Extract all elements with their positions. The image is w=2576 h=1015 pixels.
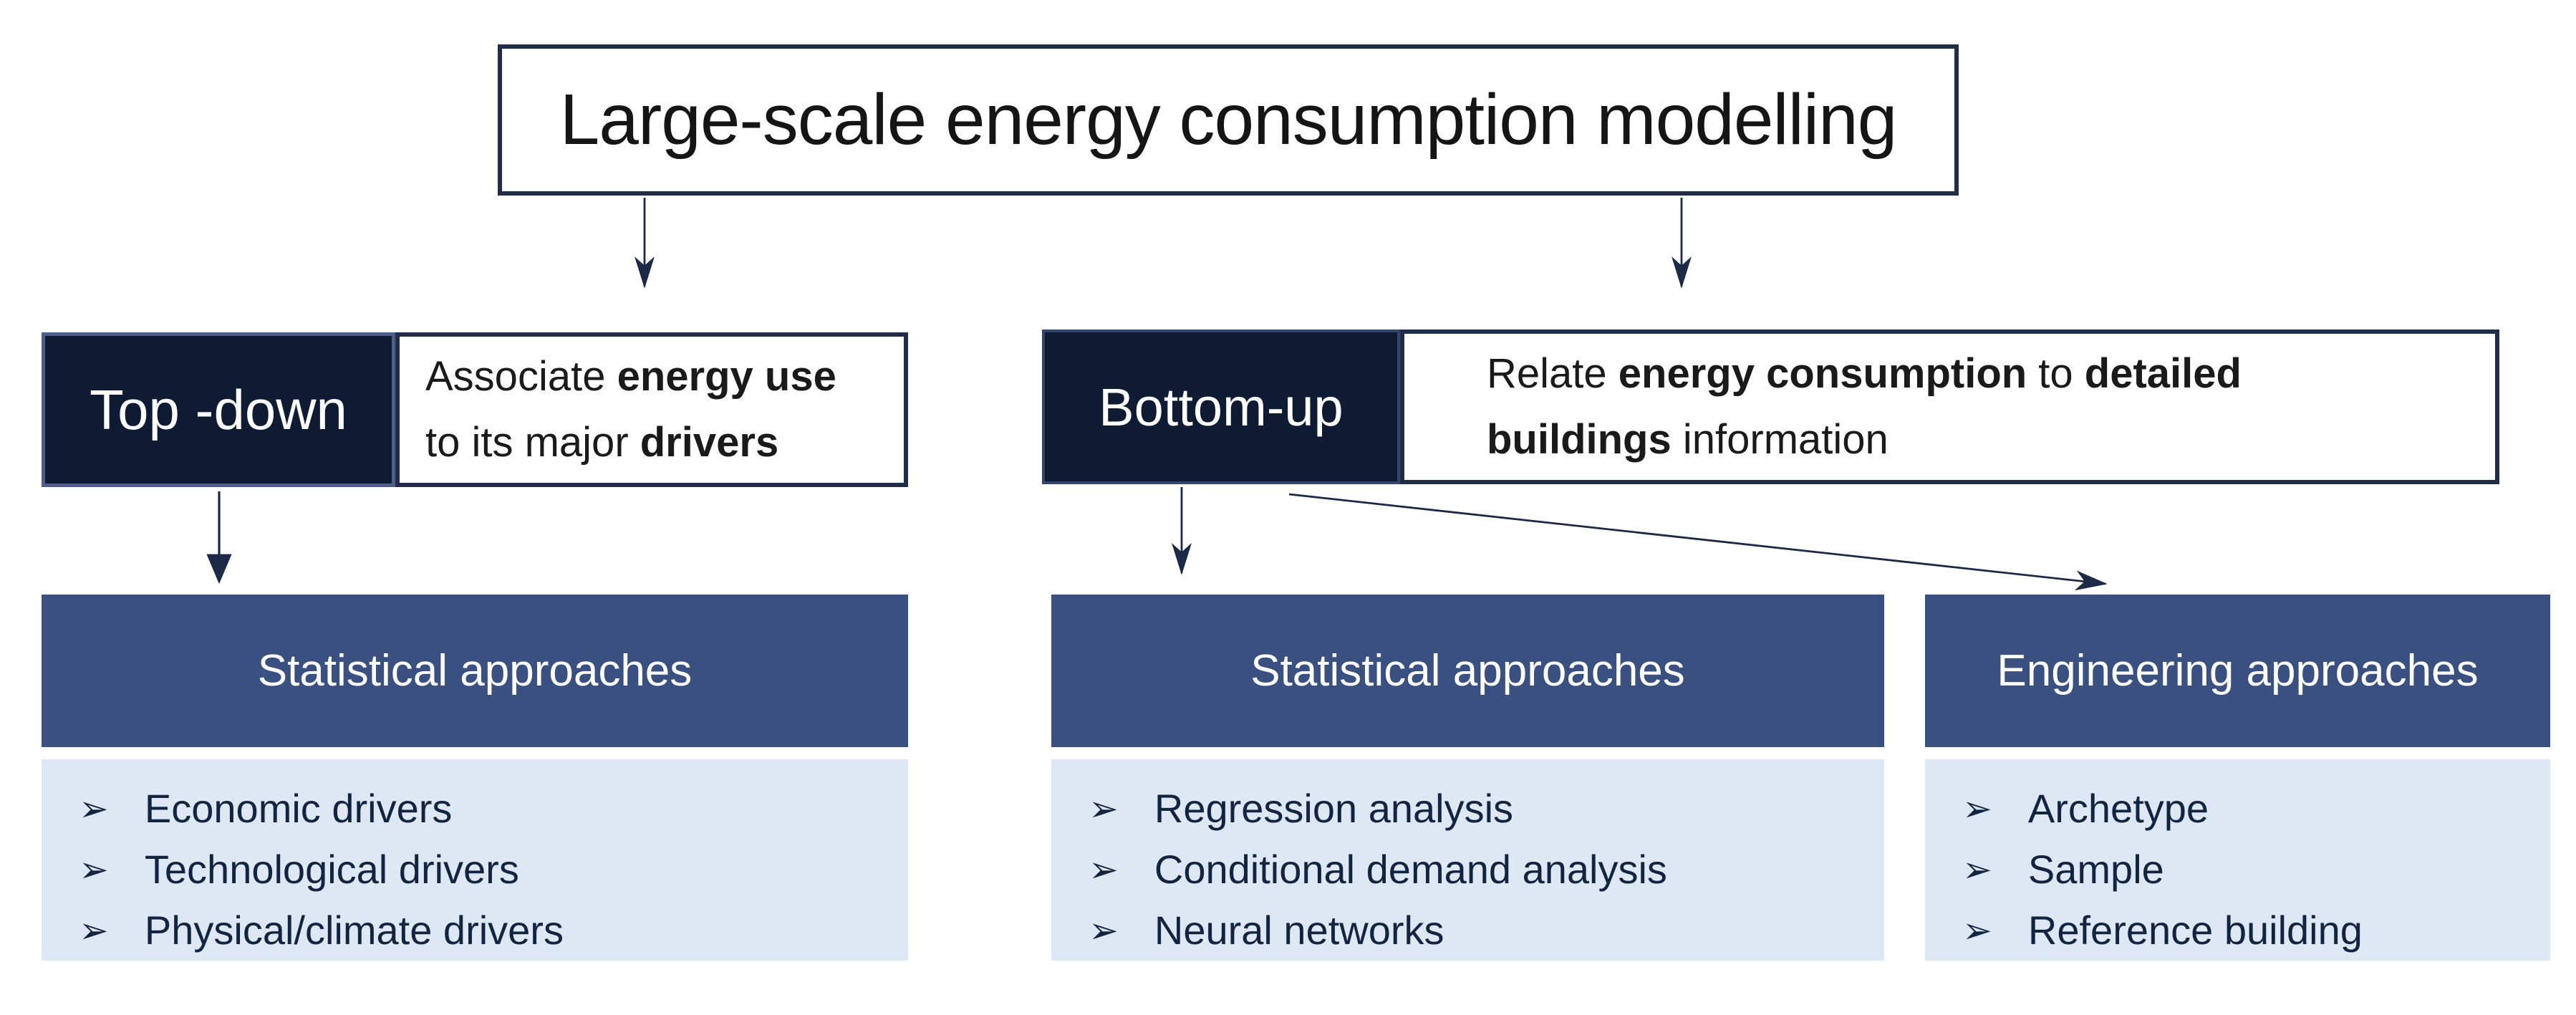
list-item-label: Economic drivers: [144, 786, 453, 831]
list-engineering: ➢ Archetype ➢ Sample ➢ Reference building: [1925, 759, 2550, 961]
list-item: ➢ Reference building: [1962, 900, 2550, 961]
arrowhead-bullet-icon: ➢: [1089, 848, 1119, 890]
header-engineering-approaches: Engineering approaches: [1925, 595, 2550, 747]
desc-run: information: [1671, 416, 1888, 463]
header-text: Statistical approaches: [257, 646, 693, 696]
arrowhead-bullet-icon: ➢: [79, 787, 109, 829]
list-item: ➢ Neural networks: [1089, 900, 1884, 961]
bottom-up-label: Bottom-up: [1099, 377, 1344, 437]
top-down-label: Top -down: [90, 377, 347, 441]
list-item: ➢ Sample: [1962, 839, 2550, 900]
list-item-label: Sample: [2027, 847, 2164, 892]
list-bottom-up-statistical: ➢ Regression analysis ➢ Conditional demand…: [1051, 759, 1884, 961]
desc-run-bold: buildings: [1487, 416, 1671, 463]
arrowhead-bullet-icon: ➢: [1089, 787, 1119, 829]
title-box: Large-scale energy consumption modelling: [498, 44, 1959, 196]
list-item-label: Technological drivers: [144, 847, 519, 892]
bottom-up-description-box: Relate energy consumption to detailed bu…: [1400, 329, 2499, 484]
list-item: ➢ Regression analysis: [1089, 778, 1884, 839]
desc-run: Relate: [1487, 350, 1619, 397]
header-text: Statistical approaches: [1250, 646, 1685, 696]
header-statistical-approaches-left: Statistical approaches: [42, 595, 908, 747]
bottom-up-description-line2: buildings information: [1487, 407, 2495, 473]
list-item-label: Regression analysis: [1154, 786, 1514, 831]
desc-run-bold: energy consumption: [1618, 350, 2027, 397]
list-item: ➢ Archetype: [1962, 778, 2550, 839]
header-text: Engineering approaches: [1997, 646, 2479, 696]
arrow-bottomup-to-engineering-icon: [1288, 493, 2108, 591]
desc-run: to its major: [425, 419, 640, 466]
arrowhead-bullet-icon: ➢: [79, 848, 109, 890]
desc-run: to: [2027, 350, 2085, 397]
list-item-label: Archetype: [2027, 786, 2209, 831]
desc-run-bold: energy use: [617, 353, 836, 400]
arrowhead-bullet-icon: ➢: [79, 909, 109, 951]
top-down-description-box: Associate energy use to its major driver…: [395, 332, 908, 487]
list-item: ➢ Economic drivers: [79, 778, 908, 839]
list-item: ➢ Conditional demand analysis: [1089, 839, 1884, 900]
title-text: Large-scale energy consumption modelling: [559, 80, 1898, 160]
arrowhead-bullet-icon: ➢: [1089, 909, 1119, 951]
list-top-down-statistical: ➢ Economic drivers ➢ Technological drivers…: [42, 759, 908, 961]
top-down-description-line1: Associate energy use: [425, 344, 904, 410]
list-item-label: Reference building: [2027, 908, 2363, 953]
list-item-label: Conditional demand analysis: [1154, 847, 1667, 892]
arrowhead-bullet-icon: ➢: [1962, 848, 1992, 890]
bottom-up-label-box: Bottom-up: [1042, 329, 1400, 484]
top-down-description-line2: to its major drivers: [425, 410, 904, 476]
list-item: ➢ Physical/climate drivers: [79, 900, 908, 961]
bottom-up-description-line1: Relate energy consumption to detailed: [1487, 341, 2495, 407]
top-down-label-box: Top -down: [42, 332, 395, 487]
arrowhead-bullet-icon: ➢: [1962, 787, 1992, 829]
arrowhead-bullet-icon: ➢: [1962, 909, 1992, 951]
header-statistical-approaches-mid: Statistical approaches: [1051, 595, 1884, 747]
list-item-label: Physical/climate drivers: [144, 908, 564, 953]
desc-run: Associate: [425, 353, 617, 400]
desc-run-bold: detailed: [2084, 350, 2242, 397]
list-item-label: Neural networks: [1154, 908, 1444, 953]
list-item: ➢ Technological drivers: [79, 839, 908, 900]
desc-run-bold: drivers: [640, 419, 779, 466]
